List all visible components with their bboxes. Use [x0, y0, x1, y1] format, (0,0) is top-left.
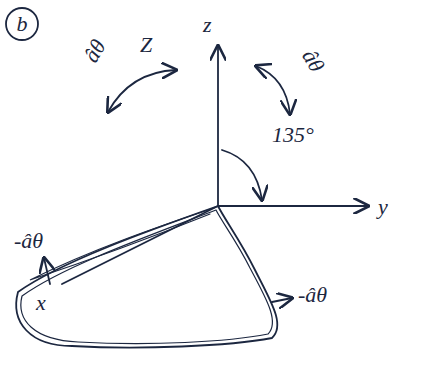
axis-label: x: [36, 292, 46, 314]
axis-label: Z: [140, 34, 152, 56]
theta-arc-left: [108, 70, 176, 112]
axis-label: âθ: [80, 36, 110, 66]
cone-sketch-stroke: [30, 208, 214, 280]
z-axis: [217, 46, 219, 206]
unit-vector-arrow: [272, 298, 292, 302]
axis-label: y: [378, 196, 388, 218]
axis-label: âθ: [298, 46, 328, 76]
figure-letter: b: [4, 6, 40, 35]
unit-vector-arrow: [44, 258, 50, 284]
axis-label: z: [203, 14, 212, 36]
axis-label: -âθ: [14, 230, 43, 252]
axis-label: -âθ: [298, 284, 327, 306]
cone-surface: [16, 206, 277, 348]
axis-label: 135°: [272, 124, 314, 146]
cone-sketch-stroke: [21, 210, 273, 344]
y-axis: [218, 205, 368, 207]
angle-arc: [222, 150, 262, 200]
circled-label: b: [4, 6, 40, 42]
theta-arc-right: [256, 66, 290, 114]
